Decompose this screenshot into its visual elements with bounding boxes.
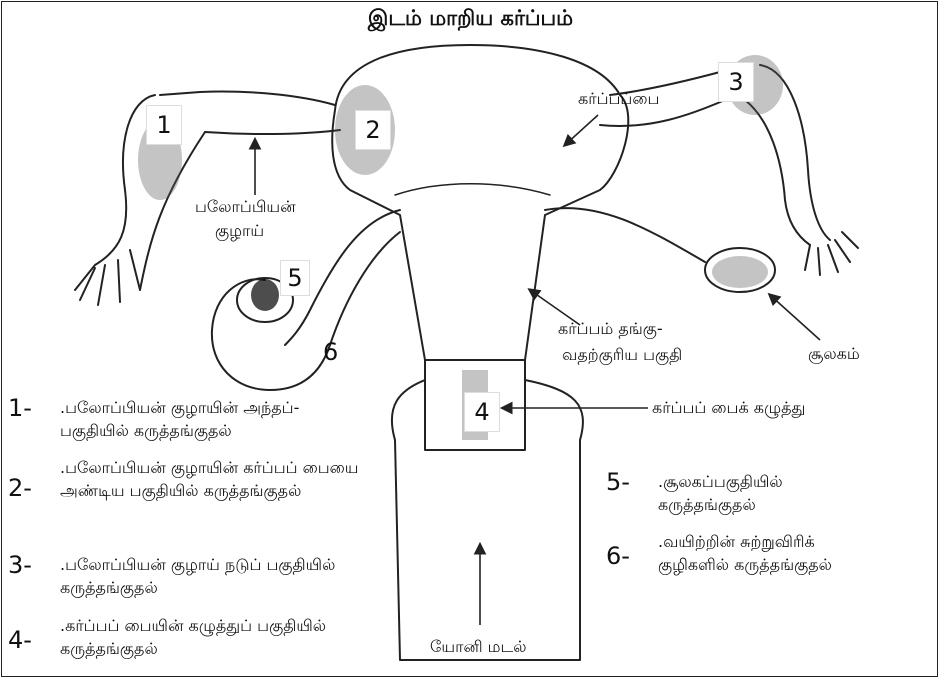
legend-item-6: 6- .வயிற்றின் சுற்றுவிரிக் குழிகளில் கரு… bbox=[606, 530, 916, 610]
left-tube-lower bbox=[205, 130, 340, 134]
legend-item-3: 3- .பலோப்பியன் குழாய் நடுப் பகுதியில் கர… bbox=[8, 553, 368, 609]
label-vagina: யோனி மடல் bbox=[430, 636, 527, 658]
marker-6: 6 bbox=[323, 338, 338, 366]
legend-text: .சூலகப்பகுதியில் கருத்தங்குதல் bbox=[658, 470, 838, 516]
label-cervix: கர்ப்பப் பைக் கழுத்து bbox=[652, 397, 805, 419]
legend-item-4: 4- .கர்ப்பப் பையின் கழுத்துப் பகுதியில் … bbox=[8, 614, 368, 674]
label-ovary: சூலகம் bbox=[808, 343, 860, 365]
legend-text: .பலோப்பியன் குழாயின் அந்தப்-பகுதியில் கர… bbox=[60, 396, 360, 442]
uterus-cavity bbox=[395, 184, 550, 195]
label-implant-1: கர்ப்பம் தங்கு- bbox=[558, 318, 663, 340]
marker-1: 1 bbox=[146, 105, 182, 145]
label-tube-2: குழாய் bbox=[215, 220, 264, 242]
left-fimbria bbox=[75, 95, 205, 305]
legend-text: .வயிற்றின் சுற்றுவிரிக் குழிகளில் கருத்த… bbox=[658, 530, 838, 576]
shading bbox=[138, 55, 783, 440]
right-ligament bbox=[545, 208, 705, 262]
legend-num: 1- bbox=[8, 396, 32, 420]
legend-text: .பலோப்பியன் குழாயின் கர்ப்பப் பையை அண்டி… bbox=[60, 456, 360, 502]
marker-2: 2 bbox=[355, 110, 391, 150]
marker-5: 5 bbox=[280, 260, 310, 296]
legend-item-2: 2- .பலோப்பியன் குழாயின் கர்ப்பப் பையை அண… bbox=[8, 456, 368, 536]
right-fimbria bbox=[805, 232, 858, 275]
label-implant-2: வதற்குரிய பகுதி bbox=[562, 344, 682, 366]
ovary-5-dark bbox=[251, 279, 279, 311]
legend-item-1: 1- .பலோப்பியன் குழாயின் அந்தப்-பகுதியில்… bbox=[8, 396, 368, 452]
label-tube-1: பலோப்பியன் bbox=[195, 196, 296, 218]
legend-num: 3- bbox=[8, 553, 32, 577]
legend-num: 5- bbox=[606, 470, 630, 494]
legend-num: 4- bbox=[8, 628, 32, 652]
legend-text: .கர்ப்பப் பையின் கழுத்துப் பகுதியில் கரு… bbox=[60, 614, 360, 660]
marker-3: 3 bbox=[718, 62, 754, 102]
legend-item-5: 5- .சூலகப்பகுதியில் கருத்தங்குதல் bbox=[606, 470, 916, 526]
marker-4: 4 bbox=[464, 392, 500, 432]
legend-text: .பலோப்பியன் குழாய் நடுப் பகுதியில் கருத்… bbox=[60, 553, 360, 599]
legend-num: 2- bbox=[8, 476, 32, 500]
left-tube bbox=[160, 92, 335, 105]
legend-num: 6- bbox=[606, 544, 630, 568]
label-uterus: கர்ப்பப்பை bbox=[578, 88, 659, 110]
